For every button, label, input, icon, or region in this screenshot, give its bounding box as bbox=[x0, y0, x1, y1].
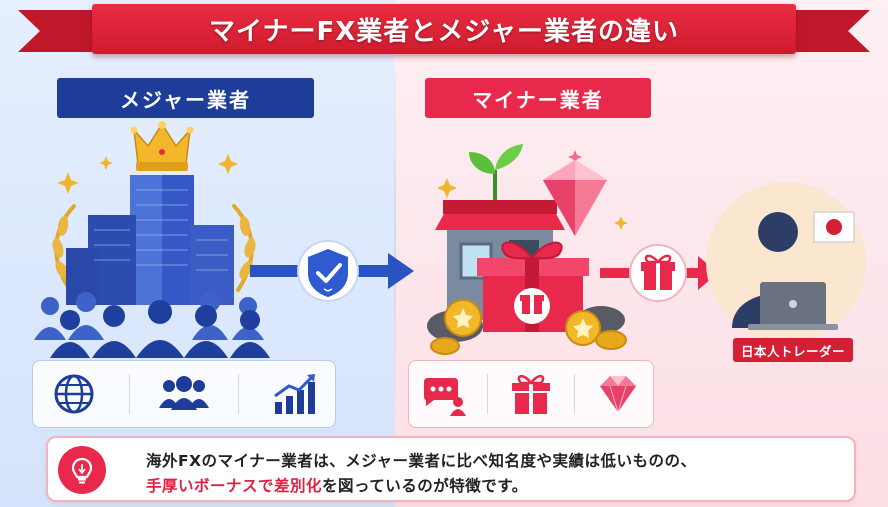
japanese-trader-illustration bbox=[706, 182, 866, 342]
sprout-icon bbox=[469, 144, 523, 200]
note-line-2: 手厚いボーナスで差別化を図っているのが特徴です。 bbox=[146, 474, 528, 496]
coin-icon bbox=[430, 299, 627, 355]
major-broker-label: メジャー業者 bbox=[57, 78, 314, 118]
laptop-icon bbox=[748, 282, 838, 330]
laurel-leaves-left-icon bbox=[52, 216, 69, 280]
summary-note: 海外FXのマイナー業者は、メジャー業者に比べ知名度や実績は低いものの、 手厚いボ… bbox=[46, 436, 856, 502]
ribbon-banner: マイナーFX業者とメジャー業者の違い bbox=[92, 4, 796, 54]
title-ribbon: マイナーFX業者とメジャー業者の違い bbox=[0, 0, 888, 62]
diamond-icon bbox=[543, 160, 607, 236]
minor-broker-illustration bbox=[427, 144, 628, 355]
minor-broker-label: マイナー業者 bbox=[425, 78, 651, 118]
separator bbox=[128, 374, 130, 414]
growth-chart-icon bbox=[266, 370, 322, 418]
crown-icon bbox=[130, 121, 194, 171]
shield-check-icon bbox=[308, 249, 348, 297]
bonus-arrow bbox=[600, 244, 718, 302]
crowd-icon bbox=[34, 292, 270, 358]
sparkle-icon bbox=[57, 154, 238, 194]
note-line-2-rest: を図っているのが特徴です。 bbox=[322, 477, 528, 495]
separator bbox=[487, 374, 489, 414]
chat-bubble-person-icon bbox=[416, 370, 472, 418]
separator bbox=[238, 374, 240, 414]
gift-box-icon bbox=[477, 241, 589, 332]
gift-icon bbox=[641, 254, 675, 290]
trader-tag: 日本人トレーダー bbox=[733, 338, 853, 362]
page-title: マイナーFX業者とメジャー業者の違い bbox=[209, 16, 679, 47]
minor-features-bar bbox=[408, 360, 654, 428]
globe-icon bbox=[46, 370, 102, 418]
group-people-icon bbox=[156, 370, 212, 418]
center-divider bbox=[394, 62, 396, 422]
diamond-icon bbox=[590, 370, 646, 418]
skyscraper-icon bbox=[66, 175, 234, 305]
japan-flag-icon bbox=[813, 211, 855, 243]
note-highlight: 手厚いボーナスで差別化 bbox=[146, 477, 323, 495]
gift-box-icon bbox=[503, 370, 559, 418]
separator bbox=[573, 374, 575, 414]
trust-arrow bbox=[250, 240, 414, 302]
sparkle-icon bbox=[437, 178, 628, 230]
lightbulb-icon bbox=[58, 446, 106, 494]
note-line-1: 海外FXのマイナー業者は、メジャー業者に比べ知名度や実績は低いものの、 bbox=[146, 452, 697, 470]
major-features-bar bbox=[32, 360, 336, 428]
major-broker-illustration bbox=[34, 121, 270, 358]
